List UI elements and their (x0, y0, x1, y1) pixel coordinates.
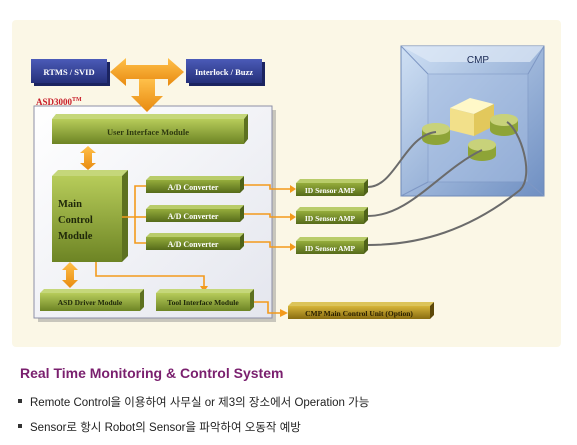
cmp-main-control-unit-label: CMP Main Control Unit (Option) (305, 309, 413, 318)
id-sensor-amp-2-label: ID Sensor AMP (305, 214, 356, 223)
ad-converter-1: A/D Converter (146, 176, 244, 193)
bullet-icon (18, 399, 22, 403)
user-interface-module-label: User Interface Module (107, 127, 189, 137)
asd-driver-module-box: ASD Driver Module (40, 289, 144, 311)
asd-driver-module-label: ASD Driver Module (58, 298, 123, 307)
cmp-equipment (400, 45, 545, 197)
tool-interface-module-label: Tool Interface Module (167, 298, 239, 307)
system-diagram: ASD3000TM RTMS / SVID Interlock / Buzz U… (31, 45, 545, 322)
top-cross-arrow (110, 58, 184, 112)
asd3000-label: ASD3000TM (36, 97, 82, 107)
main-control-line-3: Module (58, 231, 93, 242)
sensor-cables (367, 121, 528, 246)
ad-converter-3: A/D Converter (146, 233, 244, 250)
bullet-icon (18, 424, 22, 428)
feature-list: Remote Control을 이용하여 사무실 or 제3의 장소에서 Ope… (18, 394, 369, 444)
ad-converter-2: A/D Converter (146, 205, 244, 222)
rtms-svid-box: RTMS / SVID (31, 59, 110, 86)
ui-main-arrow (80, 146, 96, 170)
main-to-converter-lines (122, 185, 146, 244)
main-driver-arrow (62, 262, 78, 288)
interlock-buzz-label: Interlock / Buzz (195, 67, 253, 77)
list-item: Sensor로 항시 Robot의 Sensor을 파악하여 오동작 예방 (18, 419, 369, 435)
ad-converter-2-label: A/D Converter (168, 212, 219, 221)
tool-interface-module-box: Tool Interface Module (156, 289, 254, 311)
cmp-main-control-unit-box: CMP Main Control Unit (Option) (288, 302, 434, 319)
main-control-line-2: Control (58, 215, 93, 226)
interlock-buzz-box: Interlock / Buzz (186, 59, 265, 86)
feature-text: Remote Control을 이용하여 사무실 or 제3의 장소에서 Ope… (30, 397, 370, 409)
converter-to-amp-lines (244, 184, 290, 248)
user-interface-module-box: User Interface Module (52, 114, 248, 144)
main-control-line-1: Main (58, 199, 82, 210)
id-sensor-amp-1: ID Sensor AMP (296, 179, 368, 196)
ad-converter-1-label: A/D Converter (168, 183, 219, 192)
list-item: Remote Control을 이용하여 사무실 or 제3의 장소에서 Ope… (18, 394, 369, 410)
id-sensor-amp-3-label: ID Sensor AMP (305, 244, 356, 253)
section-title: Real Time Monitoring & Control System (20, 365, 284, 381)
id-sensor-amp-2: ID Sensor AMP (296, 207, 368, 224)
id-sensor-amp-3: ID Sensor AMP (296, 237, 368, 254)
feature-text: Sensor로 항시 Robot의 Sensor을 파악하여 오동작 예방 (30, 422, 301, 434)
main-control-module-box: Main Control Module (52, 170, 128, 262)
cmp-label: CMP (467, 55, 490, 66)
converter-to-amp-arrowheads (290, 185, 296, 251)
ad-converter-3-label: A/D Converter (168, 240, 219, 249)
tool-to-cmp-arrow (254, 301, 288, 317)
rtms-svid-label: RTMS / SVID (43, 67, 94, 77)
id-sensor-amp-1-label: ID Sensor AMP (305, 186, 356, 195)
